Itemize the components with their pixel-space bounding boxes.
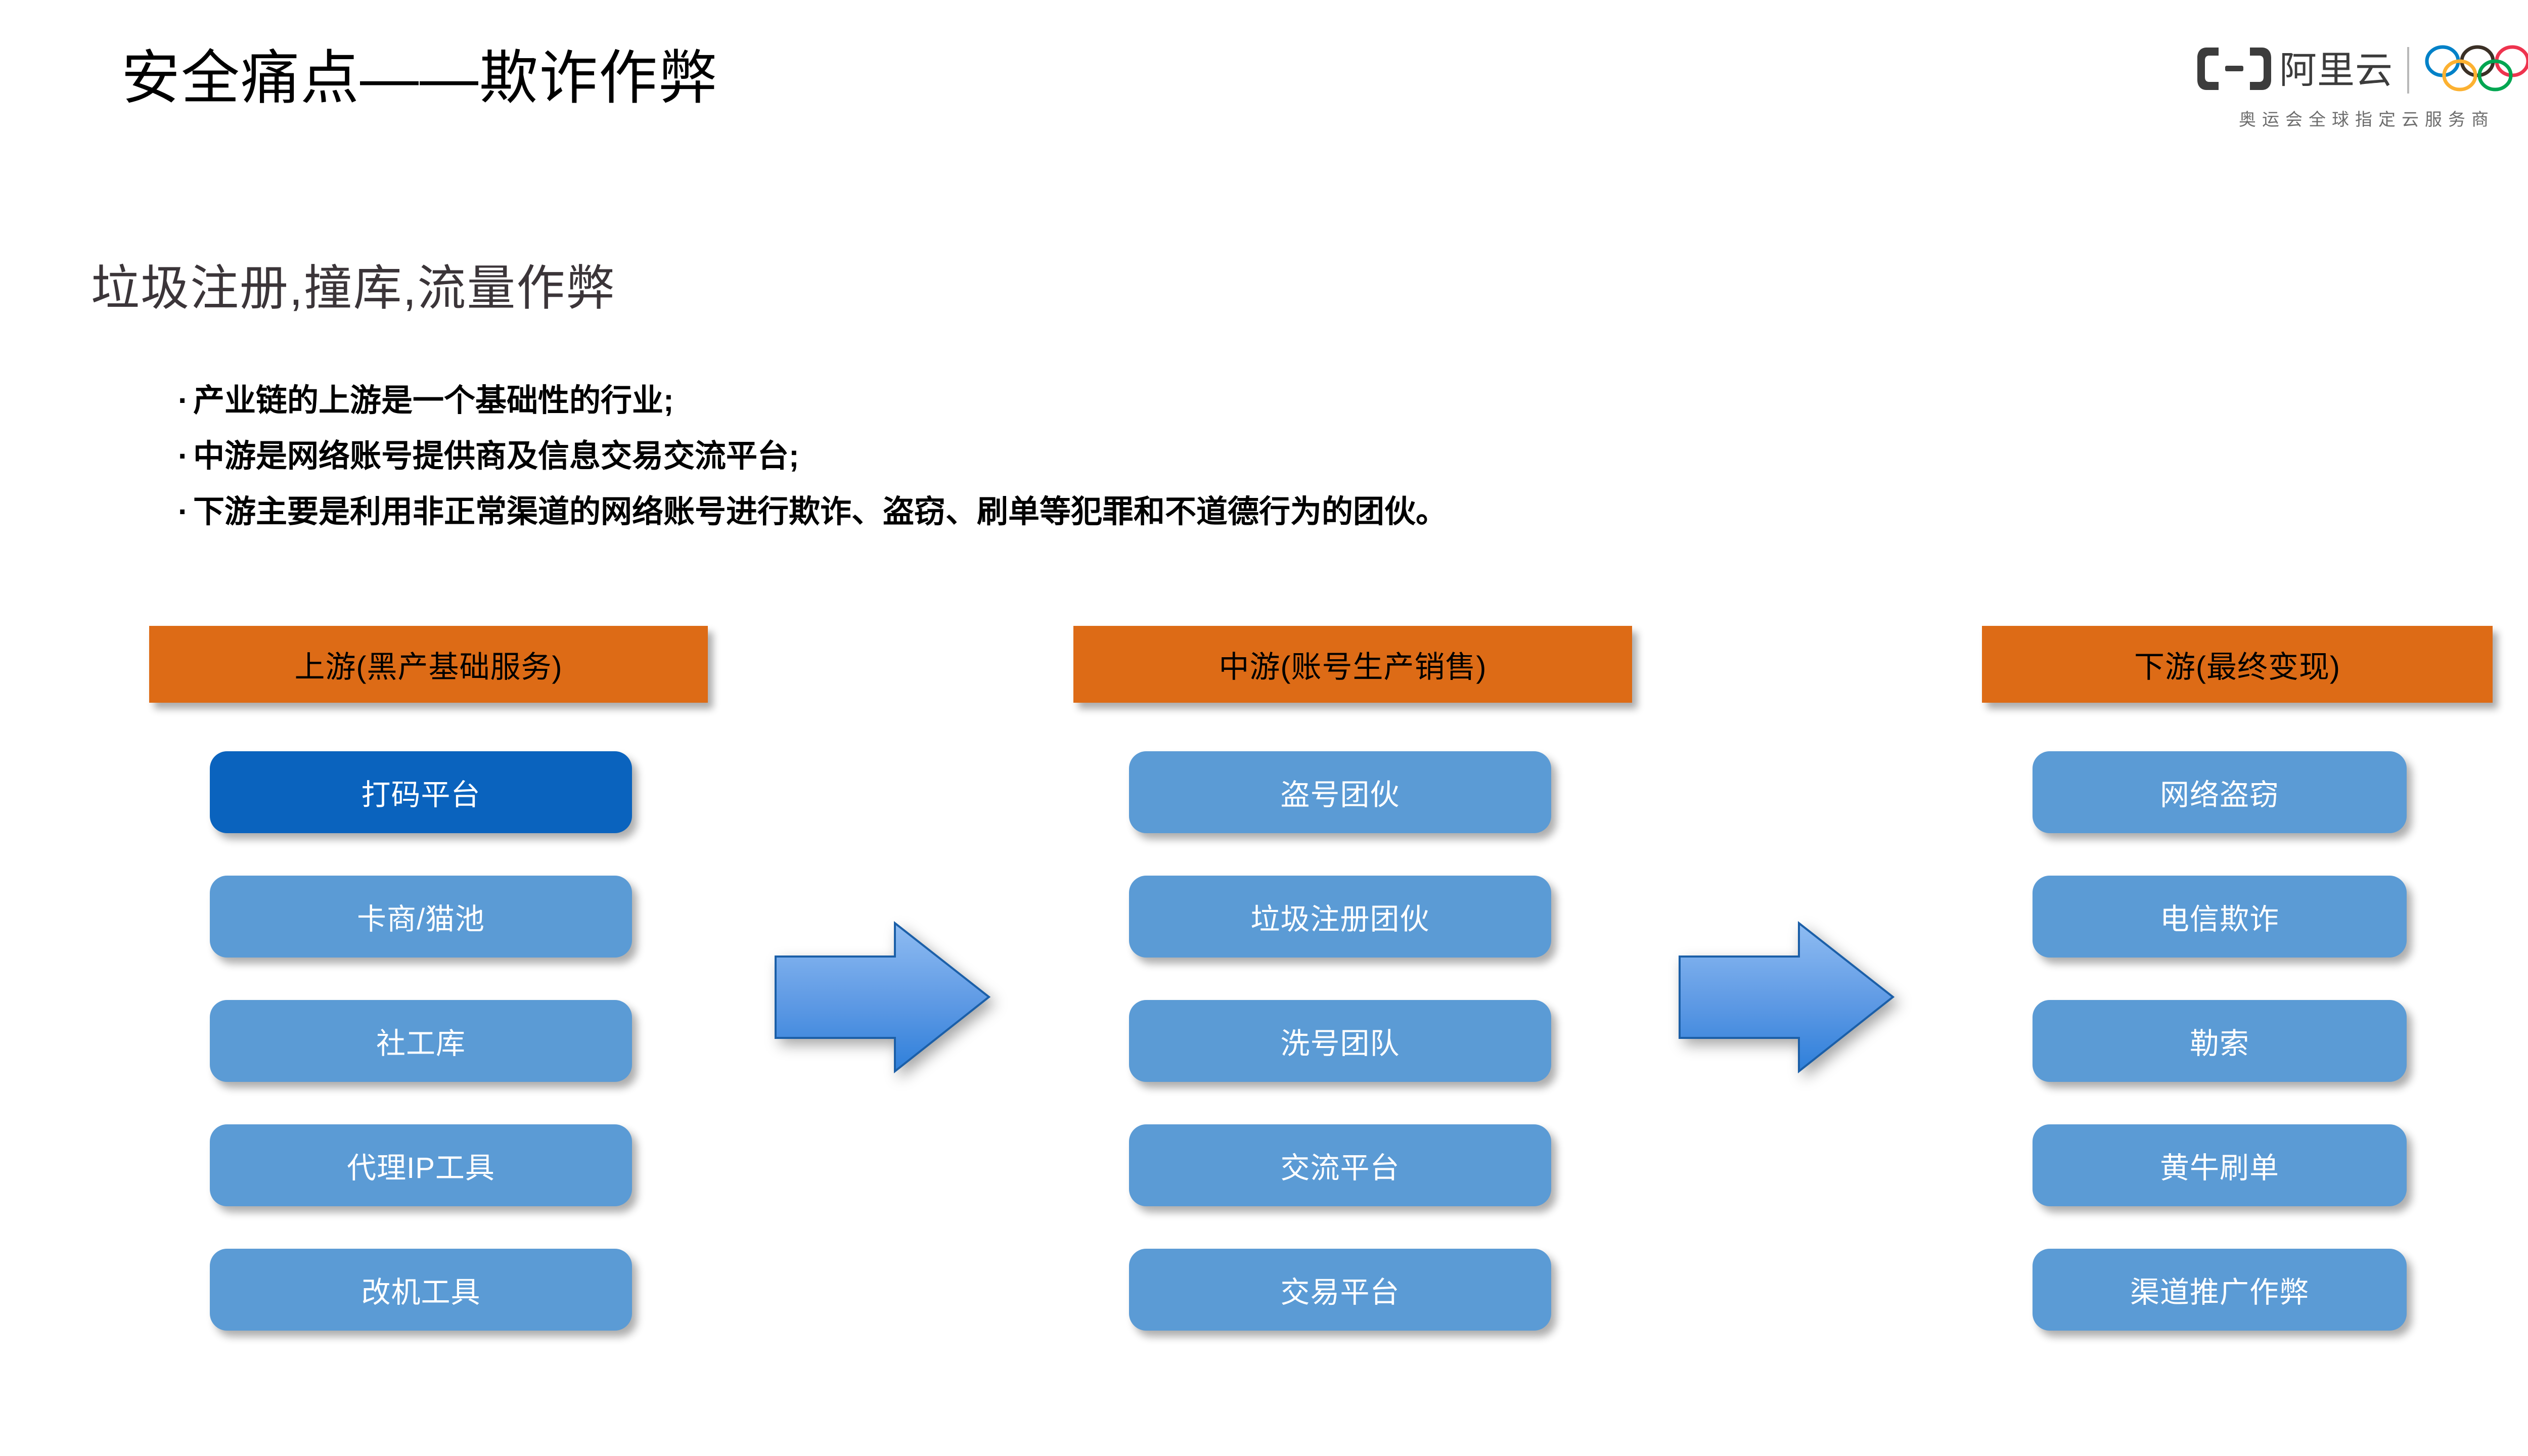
list-item: ·下游主要是利用非正常渠道的网络账号进行欺诈、盗窃、刷单等犯罪和不道德行为的团伙…	[178, 496, 2403, 528]
list-item: ·产业链的上游是一个基础性的行业;	[178, 385, 2403, 417]
column-items-downstream: 网络盗窃 电信欺诈 勒索 黄牛刷单 渠道推广作弊	[1982, 751, 2493, 1373]
column-header-downstream: 下游(最终变现)	[1982, 626, 2493, 703]
right-arrow-icon	[1678, 920, 1895, 1074]
pipeline-node[interactable]: 卡商/猫池	[210, 876, 632, 958]
column-header-upstream: 上游(黑产基础服务)	[149, 626, 708, 703]
right-arrow-icon	[774, 920, 991, 1074]
brand-logo-row: 阿里云	[2196, 43, 2528, 97]
bullet-dot-icon: ·	[178, 494, 189, 529]
pipeline-node[interactable]: 渠道推广作弊	[2033, 1249, 2407, 1331]
bullet-text: 产业链的上游是一个基础性的行业;	[193, 383, 674, 418]
pipeline-column-midstream: 中游(账号生产销售) 盗号团伙 垃圾注册团伙 洗号团队 交流平台 交易平台	[1073, 626, 1632, 1373]
column-items-midstream: 盗号团伙 垃圾注册团伙 洗号团队 交流平台 交易平台	[1073, 751, 1632, 1373]
pipeline-node[interactable]: 打码平台	[210, 751, 632, 833]
brand-divider	[2407, 47, 2409, 94]
bullet-dot-icon: ·	[178, 439, 189, 474]
column-header-midstream: 中游(账号生产销售)	[1073, 626, 1632, 703]
pipeline-node[interactable]: 改机工具	[210, 1249, 632, 1331]
pipeline-node[interactable]: 交流平台	[1129, 1124, 1551, 1206]
brand-name: 阿里云	[2279, 49, 2393, 91]
bullet-text: 下游主要是利用非正常渠道的网络账号进行欺诈、盗窃、刷单等犯罪和不道德行为的团伙。	[193, 494, 1448, 529]
pipeline-node[interactable]: 电信欺诈	[2033, 876, 2407, 958]
pipeline-node[interactable]: 垃圾注册团伙	[1129, 876, 1551, 958]
aliyun-bracket-icon	[2196, 46, 2272, 95]
pipeline-node[interactable]: 社工库	[210, 1000, 632, 1082]
pipeline-column-downstream: 下游(最终变现) 网络盗窃 电信欺诈 勒索 黄牛刷单 渠道推广作弊	[1982, 626, 2493, 1373]
page-title: 安全痛点——欺诈作弊	[121, 45, 718, 111]
bullet-list: ·产业链的上游是一个基础性的行业; ·中游是网络账号提供商及信息交易交流平台; …	[178, 385, 2403, 552]
pipeline-node[interactable]: 代理IP工具	[210, 1124, 632, 1206]
pipeline-node[interactable]: 勒索	[2033, 1000, 2407, 1082]
bullet-dot-icon: ·	[178, 383, 189, 418]
brand-logo: 阿里云 奥运会全球指定云服务商	[2196, 43, 2528, 130]
aliyun-brand-mark: 阿里云	[2196, 46, 2393, 95]
brand-tagline: 奥运会全球指定云服务商	[2239, 110, 2495, 129]
column-items-upstream: 打码平台 卡商/猫池 社工库 代理IP工具 改机工具	[149, 751, 708, 1373]
pipeline-node[interactable]: 交易平台	[1129, 1249, 1551, 1331]
pipeline-column-upstream: 上游(黑产基础服务) 打码平台 卡商/猫池 社工库 代理IP工具 改机工具	[149, 626, 708, 1373]
list-item: ·中游是网络账号提供商及信息交易交流平台;	[178, 441, 2403, 472]
pipeline-node[interactable]: 盗号团伙	[1129, 751, 1551, 833]
section-subtitle: 垃圾注册,撞库,流量作弊	[91, 261, 616, 315]
pipeline-node[interactable]: 洗号团队	[1129, 1000, 1551, 1082]
bullet-text: 中游是网络账号提供商及信息交易交流平台;	[193, 439, 799, 474]
pipeline-diagram: 上游(黑产基础服务) 打码平台 卡商/猫池 社工库 代理IP工具 改机工具 中游…	[0, 626, 2528, 1384]
olympic-rings-icon	[2423, 43, 2528, 97]
pipeline-node[interactable]: 网络盗窃	[2033, 751, 2407, 833]
pipeline-node[interactable]: 黄牛刷单	[2033, 1124, 2407, 1206]
